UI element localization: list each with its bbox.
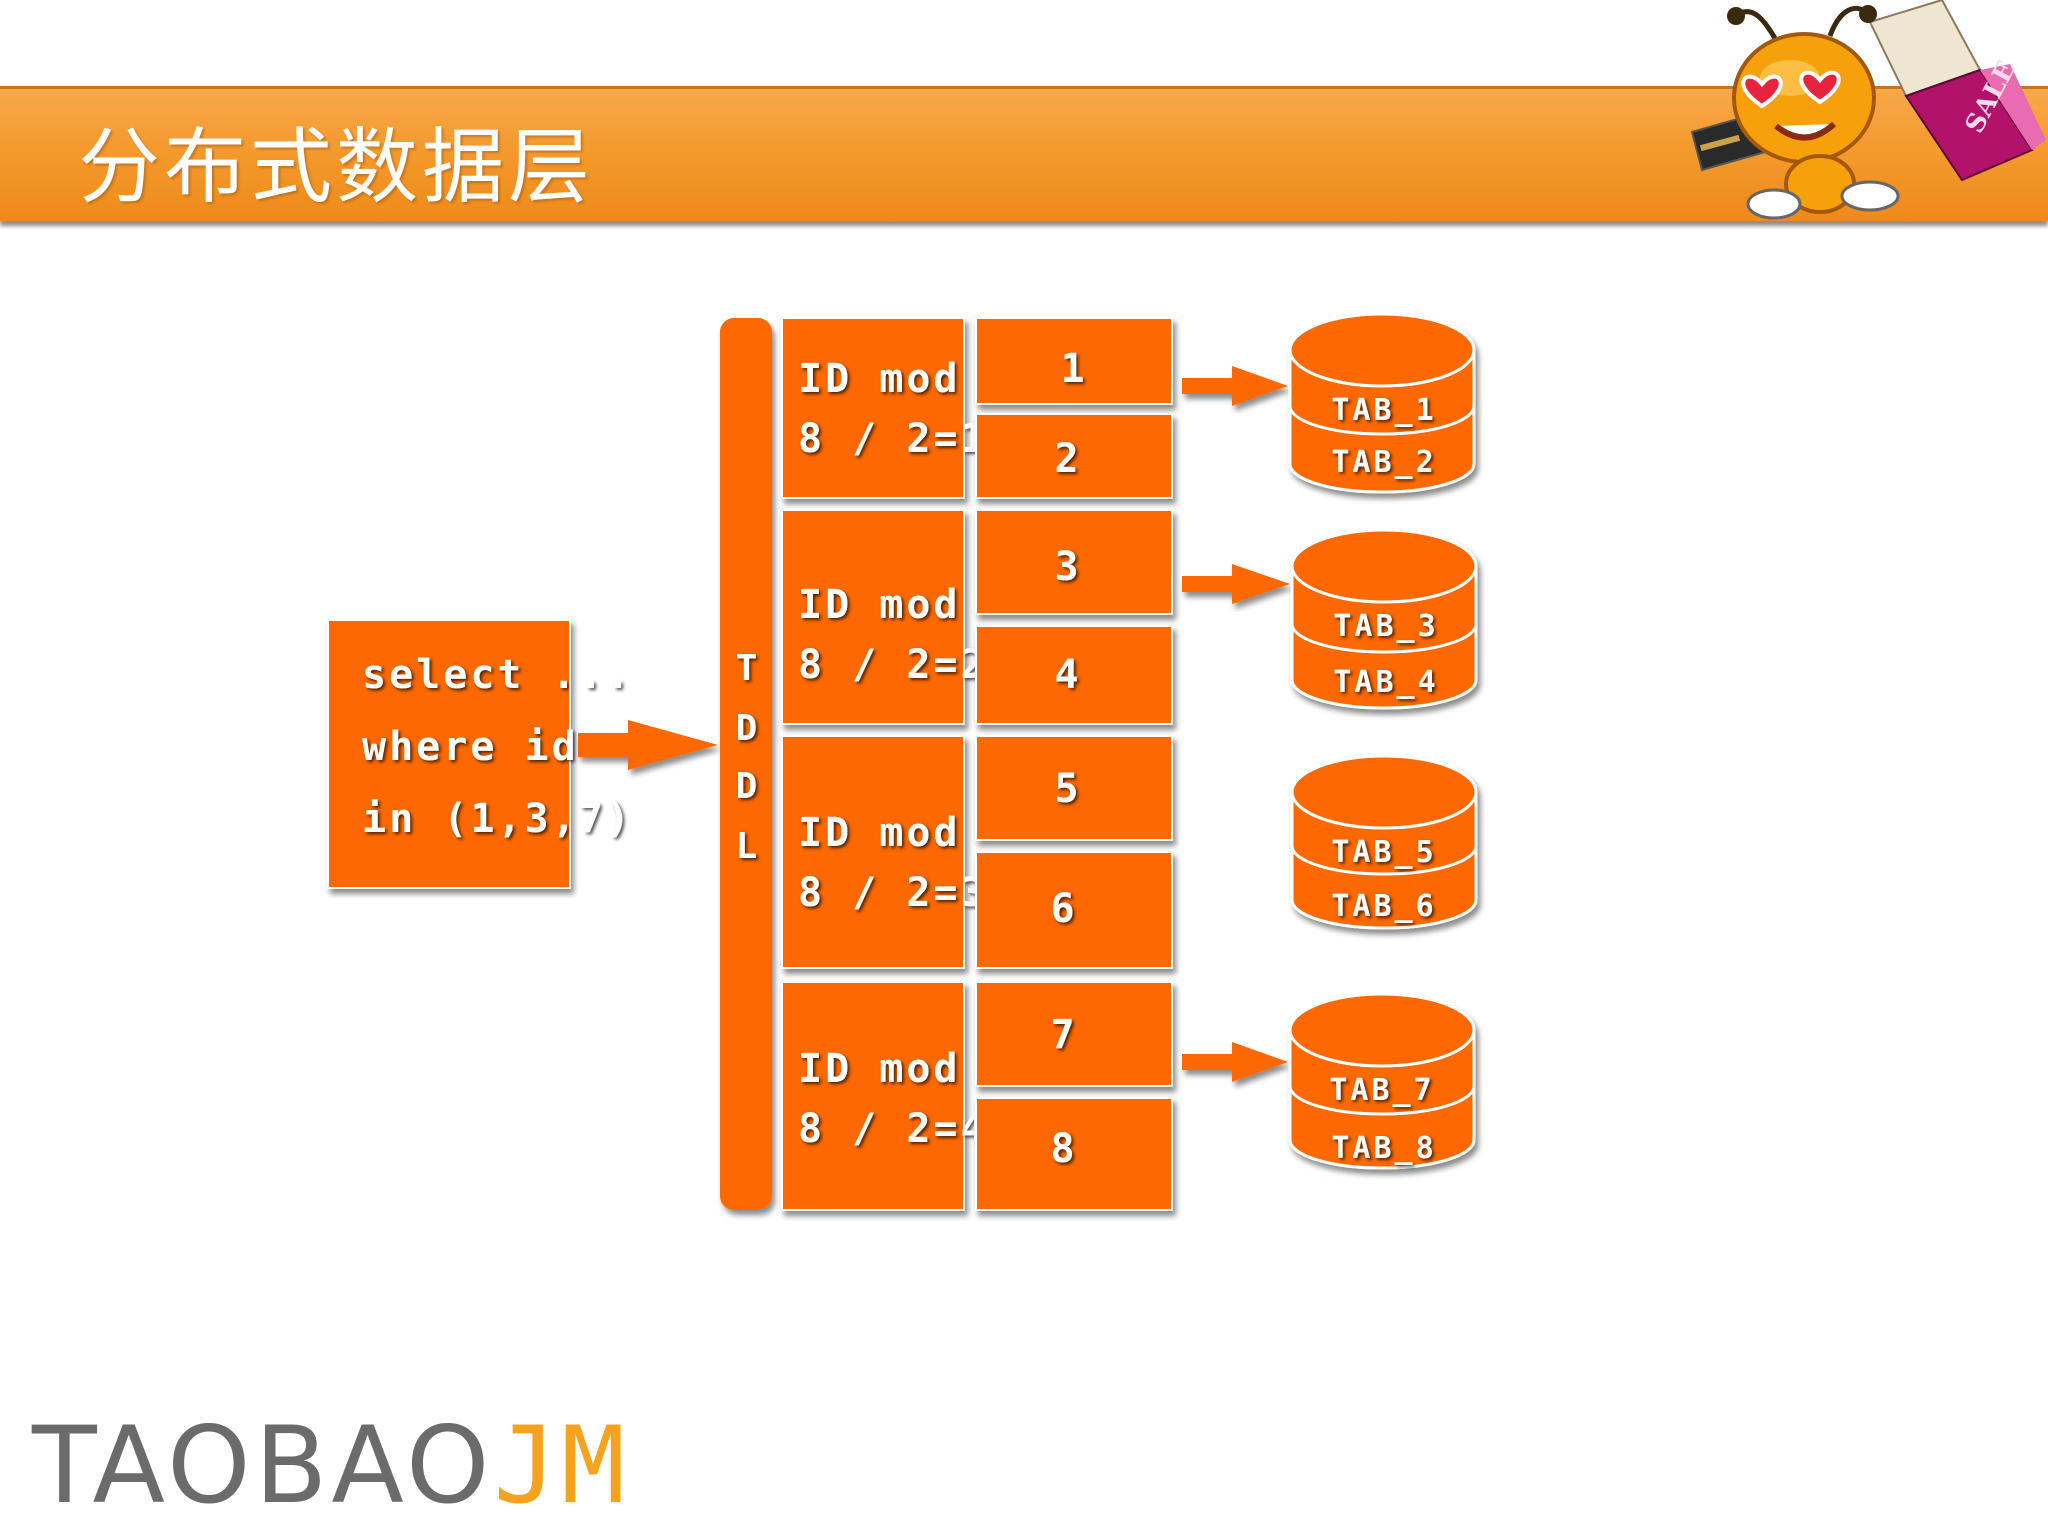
router-letter: T: [736, 648, 761, 689]
table-label: TAB_6: [1331, 889, 1436, 924]
rule-box: ID mod 8 / 2=2: [781, 509, 988, 725]
rule-line: ID mod: [798, 356, 961, 402]
tddl-router-bar: T D D L: [720, 318, 772, 1210]
routing-arrow: [1182, 564, 1290, 604]
router-letter: L: [736, 826, 761, 867]
shard-box: 7: [975, 981, 1173, 1087]
shopping-bag-icon: SALE: [1868, 0, 2046, 182]
router-letter: D: [736, 766, 761, 807]
logo-part-taobao: TAOBAO: [32, 1404, 494, 1527]
shard-box: 2: [975, 413, 1173, 499]
rule-line: 8 / 2=4: [798, 1106, 988, 1152]
ant-mascot-logo: SALE: [1690, 0, 2046, 220]
table-label: TAB_3: [1333, 609, 1438, 644]
rule-line: 8 / 2=1: [798, 416, 988, 462]
query-to-router-arrow: [578, 720, 718, 770]
shard-box: 3: [975, 509, 1173, 615]
query-box: select ... where id in (1,3,7): [327, 619, 633, 889]
rule-line: 8 / 2=3: [798, 870, 988, 916]
table-label: TAB_1: [1331, 393, 1436, 428]
shard-label: 2: [1054, 436, 1081, 482]
database-cylinder-icon: TAB_3 TAB_4: [1290, 528, 1478, 710]
rule-line: ID mod: [798, 582, 961, 628]
routing-arrow: [1182, 366, 1288, 406]
ant-character-icon: [1727, 5, 1900, 220]
shard-label: 1: [1060, 346, 1087, 392]
shard-label: 8: [1050, 1126, 1077, 1172]
database-cylinder-icon: TAB_1 TAB_2: [1288, 312, 1476, 494]
query-line: where id: [362, 724, 579, 770]
router-letter: D: [736, 708, 761, 749]
shard-box: 5: [975, 735, 1173, 841]
slide-title: 分布式数据层: [78, 120, 595, 215]
table-label: TAB_2: [1331, 445, 1436, 480]
database-cylinder-icon: TAB_7 TAB_8: [1288, 992, 1476, 1170]
shard-label: 5: [1054, 766, 1081, 812]
shard-label: 3: [1054, 544, 1081, 590]
query-line: in (1,3,7): [362, 796, 633, 842]
rule-box: ID mod 8 / 2=4: [781, 981, 988, 1211]
database-cylinder-icon: TAB_5 TAB_6: [1290, 754, 1478, 930]
routing-arrow: [1182, 1042, 1288, 1082]
rule-line: ID mod: [798, 810, 961, 856]
table-label: TAB_4: [1333, 665, 1438, 700]
shard-box: 1: [975, 317, 1173, 405]
shard-box: 4: [975, 625, 1173, 725]
shard-box: 8: [975, 1097, 1173, 1211]
rule-box: ID mod 8 / 2=1: [781, 317, 988, 499]
logo-part-jm: JM: [493, 1404, 630, 1527]
shard-label: 6: [1050, 886, 1077, 932]
query-line: select ...: [362, 652, 633, 698]
table-label: TAB_5: [1331, 835, 1436, 870]
shard-label: 4: [1054, 652, 1081, 698]
rule-line: 8 / 2=2: [798, 642, 988, 688]
shard-box: 6: [975, 851, 1173, 969]
table-label: TAB_7: [1329, 1073, 1434, 1108]
rule-line: ID mod: [798, 1046, 961, 1092]
rule-box: ID mod 8 / 2=3: [781, 735, 988, 969]
shard-label: 7: [1050, 1012, 1077, 1058]
table-label: TAB_8: [1331, 1131, 1436, 1166]
taobaojm-logo: TAOBAOJM: [32, 1404, 629, 1527]
